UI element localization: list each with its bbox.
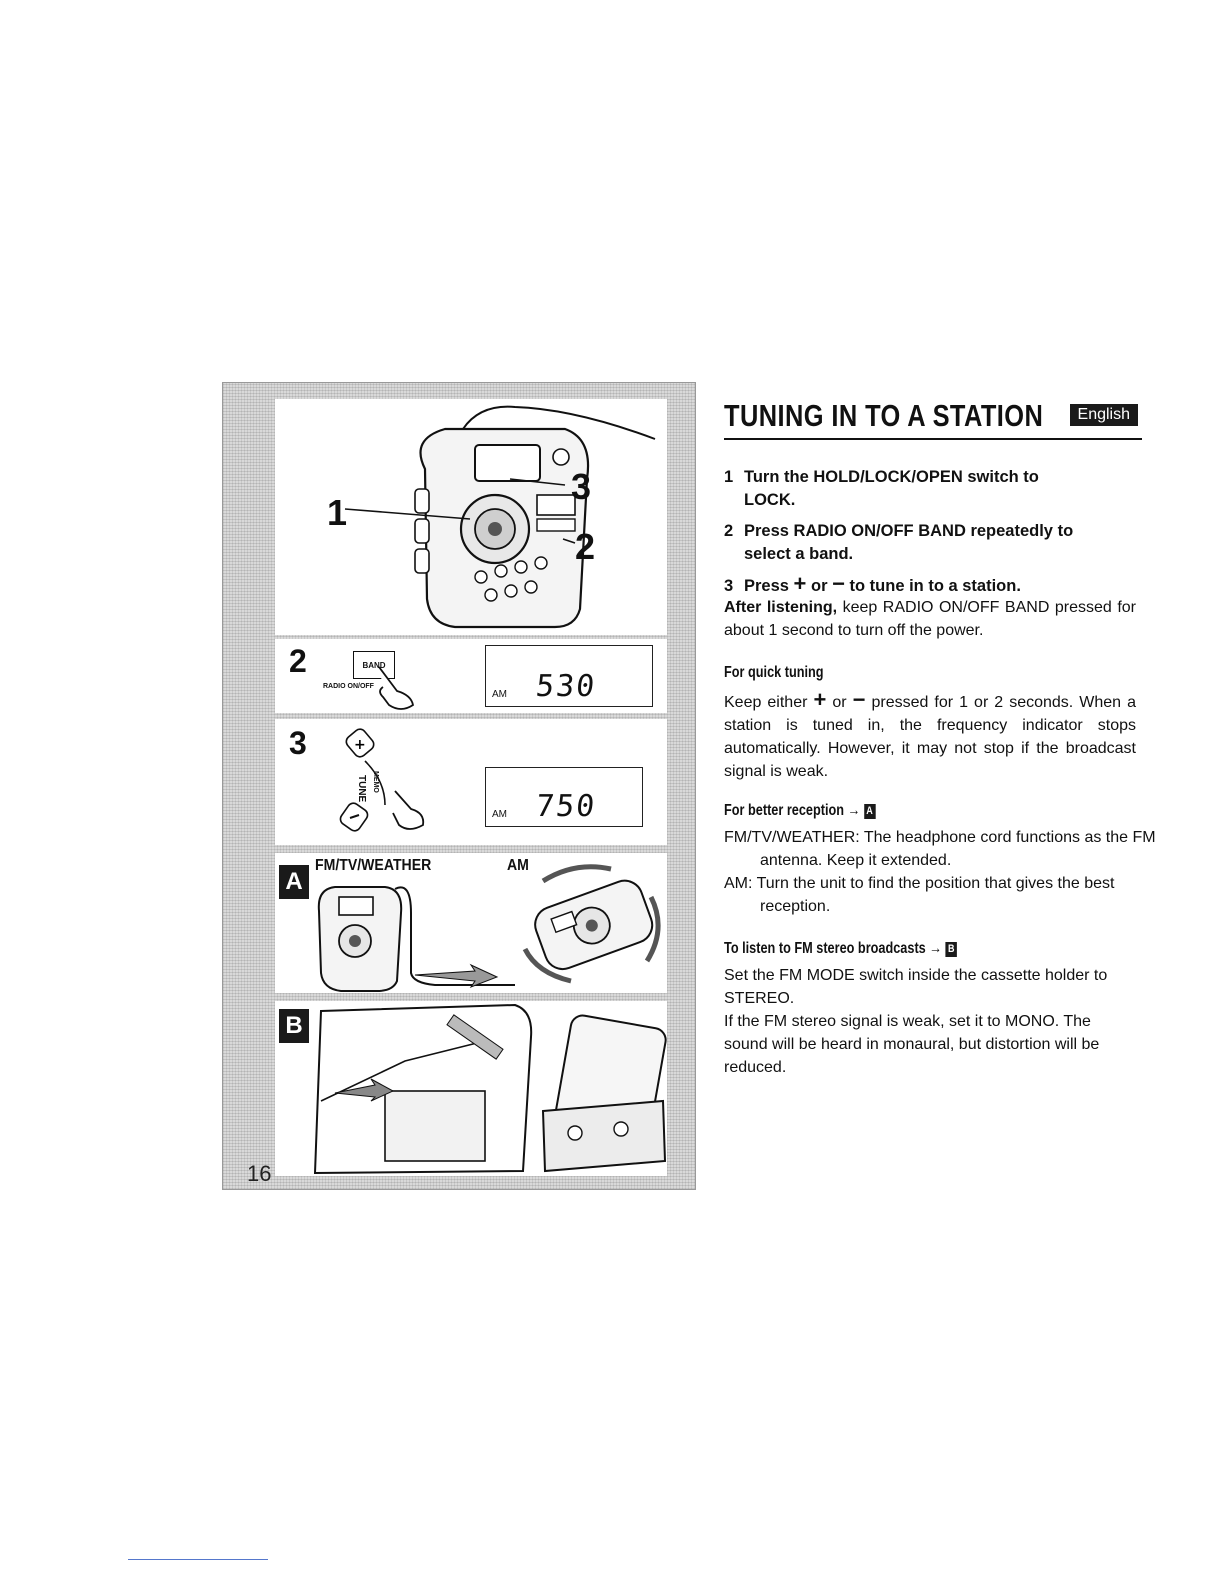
step-text: Turn the HOLD/LOCK/OPEN switch to — [744, 468, 1039, 486]
step-1: 1 Turn the HOLD/LOCK/OPEN switch to LOCK. — [724, 466, 1039, 512]
panel-a-tag: A — [279, 865, 309, 899]
panel-b-fm-mode — [275, 1001, 667, 1176]
step3-pane: 3 + TUNE MEMO AM 750 — [275, 719, 667, 845]
panel-b-tag: B — [279, 1009, 309, 1043]
lcd-frequency: 530 — [534, 669, 599, 704]
plus-symbol: + — [813, 687, 827, 712]
quick-tuning-heading: For quick tuning — [724, 664, 824, 681]
fm-reception-item: FM/TV/WEATHER: The headphone cord functi… — [724, 829, 1156, 869]
arrow-icon: → — [929, 940, 943, 957]
after-listening-text: keep RADIO ON/OFF BAND pressed for about… — [724, 599, 1136, 639]
minus-symbol: − — [852, 687, 866, 712]
step-number: 2 — [724, 522, 734, 540]
step-number: 3 — [724, 577, 734, 595]
step-3: 3 Press + or − to tune in to a station. — [724, 572, 1021, 598]
memo-label: MEMO — [372, 771, 379, 793]
step-number: 1 — [724, 468, 734, 486]
after-listening-lead: After listening, — [724, 599, 838, 616]
language-badge: English — [1069, 404, 1138, 426]
illustration-panel: 1 3 2 2 BAND RADIO ON/OFF AM 530 3 + TUN… — [222, 382, 696, 1190]
svg-text:+: + — [354, 737, 366, 753]
step-text-cont: LOCK. — [744, 491, 796, 509]
page-title: TUNING IN TO A STATION — [724, 398, 1044, 433]
quick-tuning-post: pressed for 1 or 2 seconds. When a stati… — [724, 694, 1137, 780]
device-overview-pane: 1 3 2 — [275, 399, 667, 635]
step2-number: 2 — [289, 643, 307, 679]
step-text-mid: or — [806, 577, 833, 595]
step2-pane: 2 BAND RADIO ON/OFF AM 530 — [275, 639, 667, 713]
plus-symbol: + — [793, 571, 807, 596]
lcd-band: AM — [492, 809, 507, 820]
fm-stereo-heading: To listen to FM stereo broadcasts → B — [724, 940, 957, 958]
step-text-post: to tune in to a station. — [844, 577, 1021, 595]
arrow-icon: → — [847, 802, 861, 819]
fm-stereo-paragraph-2: If the FM stereo signal is weak, set it … — [724, 1013, 1100, 1076]
antenna-and-rotation-drawing — [317, 864, 661, 992]
callout-3: 3 — [571, 466, 592, 507]
tune-rocker-icon: + — [339, 728, 425, 832]
step-text: Press RADIO ON/OFF BAND repeatedly to — [744, 522, 1074, 540]
step3-number: 3 — [289, 725, 307, 761]
lcd-display-750: AM 750 — [485, 767, 643, 827]
step-text-pre: Press — [744, 577, 794, 595]
title-row: TUNING IN TO A STATION English — [724, 398, 1142, 440]
page-number: 16 — [247, 1161, 272, 1186]
ref-tag-a: A — [863, 804, 876, 819]
panel-a-antenna: FM/TV/WEATHER AM — [275, 853, 667, 993]
label-fm-tv-weather: FM/TV/WEATHER — [315, 857, 432, 874]
quick-tuning-mid: or — [826, 694, 853, 711]
callout-2: 2 — [575, 526, 596, 567]
fm-stereo-paragraph-1: Set the FM MODE switch inside the casset… — [724, 967, 1108, 1007]
pressing-hand-icon — [378, 666, 415, 710]
better-reception-title: For better reception — [724, 802, 845, 819]
radio-cassette-device-drawing — [344, 405, 656, 629]
minus-symbol: − — [832, 571, 845, 596]
lcd-band: AM — [492, 689, 507, 700]
lcd-frequency: 750 — [534, 789, 599, 824]
step-text-cont: select a band. — [744, 545, 854, 563]
better-reception-heading: For better reception → A — [724, 802, 876, 820]
after-listening-paragraph: After listening, keep RADIO ON/OFF BAND … — [724, 596, 1136, 642]
callout-1: 1 — [327, 492, 348, 533]
ref-tag-b: B — [945, 942, 957, 957]
step-2: 2 Press RADIO ON/OFF BAND repeatedly to s… — [724, 520, 1073, 566]
tune-label: TUNE — [356, 775, 367, 803]
quick-tuning-pre: Keep either — [724, 694, 814, 711]
band-button: BAND — [353, 651, 395, 679]
fm-stereo-title: To listen to FM stereo broadcasts — [724, 940, 926, 957]
radio-onoff-caption: RADIO ON/OFF — [323, 683, 374, 690]
quick-tuning-paragraph: Keep either + or − pressed for 1 or 2 se… — [724, 688, 1136, 783]
fm-mode-switch-drawing — [313, 1003, 667, 1175]
am-reception-item: AM: Turn the unit to find the position t… — [724, 875, 1115, 915]
lcd-display-530: AM 530 — [485, 645, 653, 707]
label-am: AM — [507, 857, 529, 874]
bottom-rule — [128, 1559, 268, 1560]
